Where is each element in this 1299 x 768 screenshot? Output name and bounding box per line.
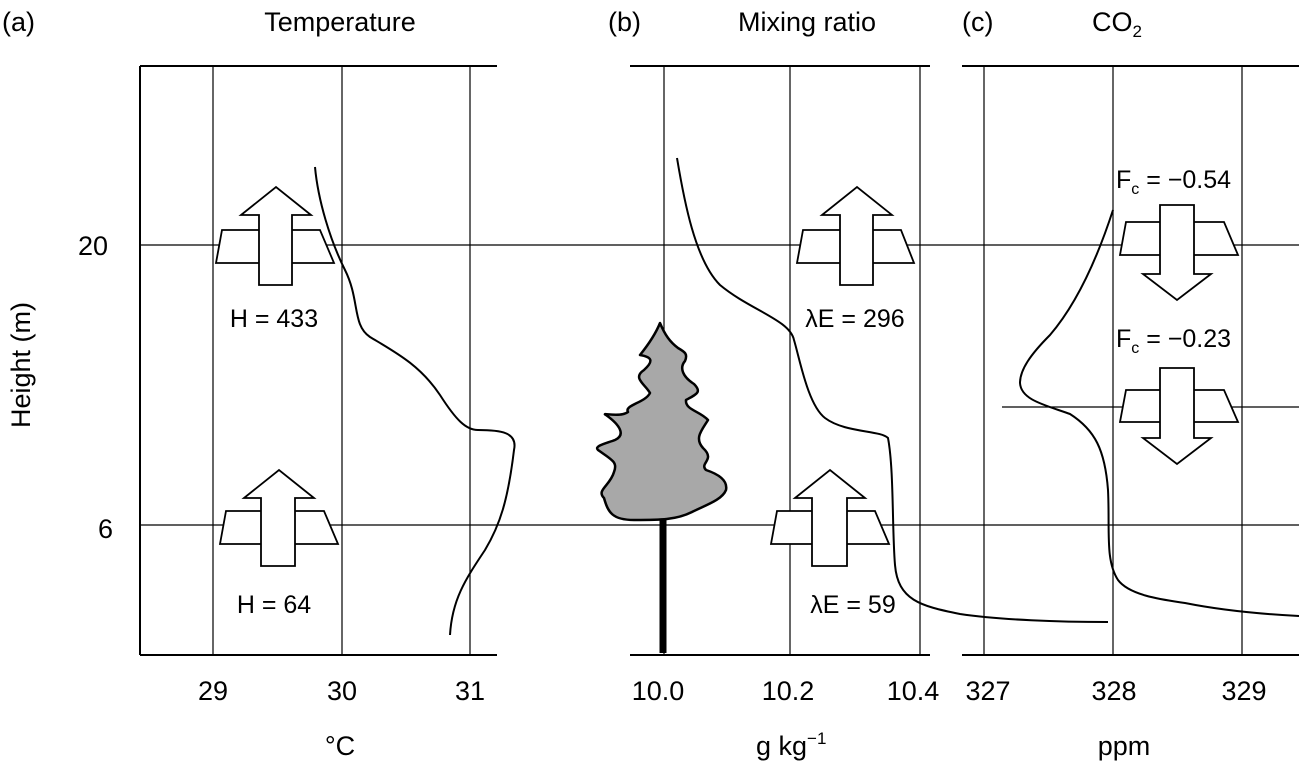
x-tick-c-2: 328 [1091,676,1136,706]
x-tick-b-3: 10.4 [887,676,940,706]
flux-label-h-upper: H = 433 [230,305,318,333]
mixing-ratio-profile-curve [676,157,1109,623]
x-tick-a-2: 30 [327,676,357,706]
flux-label-h-lower: H = 64 [237,591,311,619]
unit-label-b: g kg−1 [756,729,826,761]
y-tick-6: 6 [98,514,113,544]
panel-c-letter: (c) [962,7,993,37]
up-arrow-icon [214,185,336,286]
up-arrow-icon [218,468,340,567]
down-arrow-icon [1118,367,1240,466]
panel-b-title: Mixing ratio [738,7,876,37]
temperature-profile-curve [314,166,516,636]
unit-label-a: °C [325,731,355,761]
conifer-tree-icon [595,321,728,653]
flux-label-le-lower: λE = 59 [810,591,895,619]
x-tick-a-3: 31 [455,676,485,706]
panel-c-frame [962,65,1299,656]
panel-b-frame [630,65,930,656]
up-arrow-icon [769,468,891,567]
vertical-gridlines [212,66,1243,655]
x-tick-b-2: 10.2 [762,676,815,706]
y-tick-20: 20 [78,231,108,261]
panel-b-letter: (b) [608,7,641,37]
unit-label-c: ppm [1098,731,1151,761]
y-axis-label: Height (m) [6,302,36,428]
co2-profile-curve [1018,209,1299,617]
x-tick-c-3: 329 [1221,676,1266,706]
flux-label-fc-lower: Fc = −0.23 [1116,325,1231,357]
x-tick-b-1: 10.0 [632,676,685,706]
x-tick-c-1: 327 [965,676,1010,706]
panel-a-title: Temperature [264,7,416,37]
panel-a-frame [139,65,497,656]
x-tick-a-1: 29 [198,676,228,706]
flux-label-fc-upper: Fc = −0.54 [1116,166,1231,198]
panel-a-letter: (a) [2,7,35,37]
flux-label-le-upper: λE = 296 [805,305,904,333]
down-arrow-icon [1118,204,1240,302]
panel-c-title: CO2 [1092,7,1142,41]
up-arrow-icon [795,185,916,286]
